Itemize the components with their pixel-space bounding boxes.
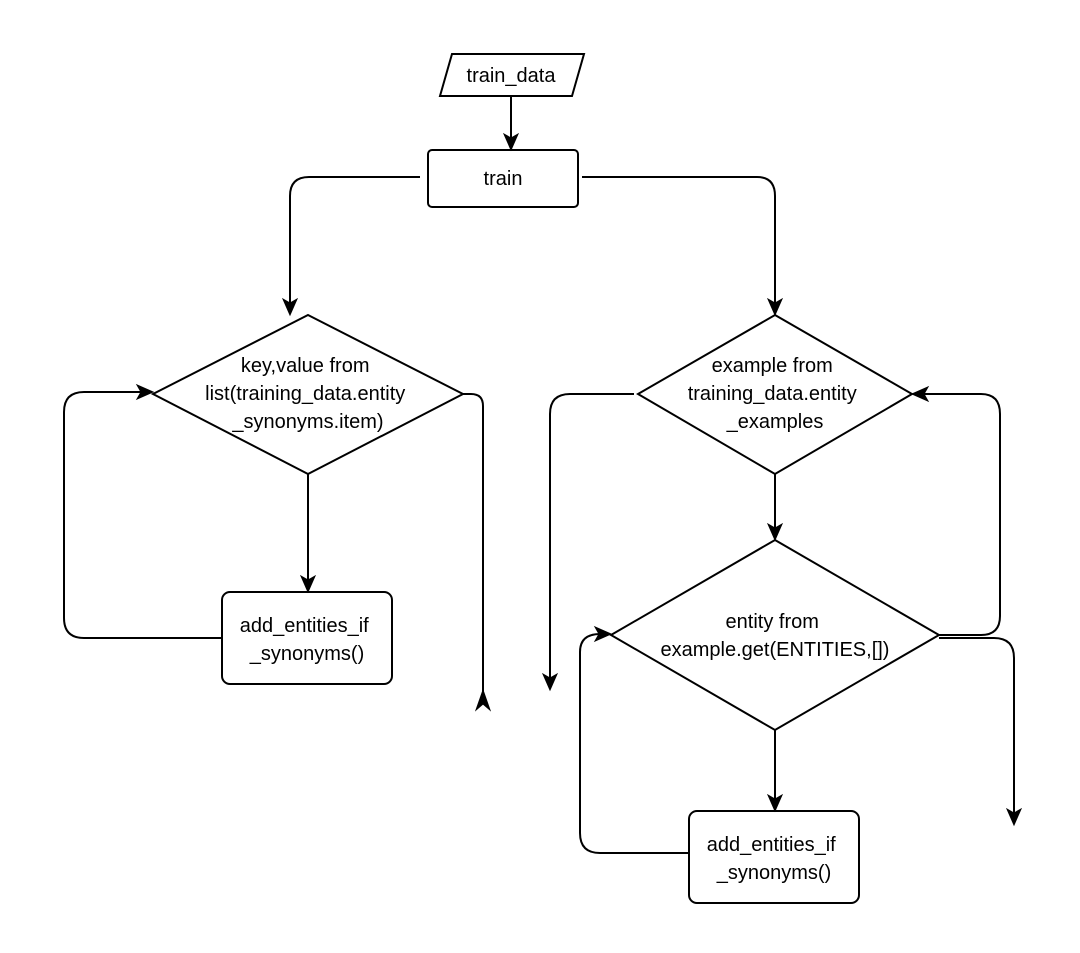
svg-text:add_entities_if _synonym: add_entities_if _synonyms()	[707, 834, 842, 884]
edge-train-to-left-loop	[281, 176, 420, 317]
edge-right-action-loopback	[579, 625, 689, 854]
edge-inner-loop-back-to-right-loop	[910, 385, 1001, 636]
edge-left-loop-exit	[463, 393, 492, 712]
train-node: train	[427, 149, 579, 208]
svg-text:entity from example.get(: entity from example.get(ENTITIES,[])	[661, 611, 890, 661]
right-loop-line-1: example from	[712, 355, 833, 377]
svg-text:example from training_da: example from training_data.entity _examp…	[688, 355, 863, 433]
edge-train-to-right-loop	[582, 176, 784, 317]
input-node-label: train_data	[467, 65, 557, 87]
inner-loop-line-2: example.get(ENTITIES,[])	[661, 639, 890, 661]
edge-left-loop-to-left-action	[299, 474, 317, 594]
left-action-line-2: _synonyms()	[249, 643, 364, 665]
left-loop-line-3: _synonyms.item)	[231, 411, 383, 433]
left-loop-line-2: list(training_data.entity	[205, 383, 405, 405]
svg-text:key,value from list(trai: key,value from list(training_data.entity…	[205, 355, 411, 433]
edge-left-action-loopback	[63, 383, 222, 639]
right-loop-line-2: training_data.entity	[688, 383, 857, 405]
edge-input-to-train	[502, 96, 520, 152]
inner-loop-decision: entity from example.get(ENTITIES,[])	[609, 538, 941, 732]
inner-loop-line-1: entity from	[726, 611, 819, 633]
train-node-label: train	[484, 168, 523, 190]
edge-inner-loop-to-right-action	[766, 730, 784, 813]
left-loop-line-1: key,value from	[241, 355, 370, 377]
edge-right-loop-to-inner-loop	[766, 474, 784, 542]
right-action-line-2: _synonyms()	[716, 862, 831, 884]
left-loop-decision: key,value from list(training_data.entity…	[150, 313, 466, 476]
right-action-line-1: add_entities_if	[707, 834, 836, 856]
right-loop-decision: example from training_data.entity _examp…	[636, 313, 914, 476]
left-action-line-1: add_entities_if	[240, 615, 369, 637]
right-loop-line-3: _examples	[726, 411, 824, 433]
left-action-node: add_entities_if _synonyms()	[221, 591, 393, 685]
right-action-node: add_entities_if _synonyms()	[688, 810, 860, 904]
input-node: train_data	[438, 53, 586, 97]
edge-inner-loop-exit	[939, 637, 1023, 827]
edge-right-loop-exit	[541, 393, 634, 692]
svg-text:add_entities_if _synonym: add_entities_if _synonyms()	[240, 615, 375, 665]
